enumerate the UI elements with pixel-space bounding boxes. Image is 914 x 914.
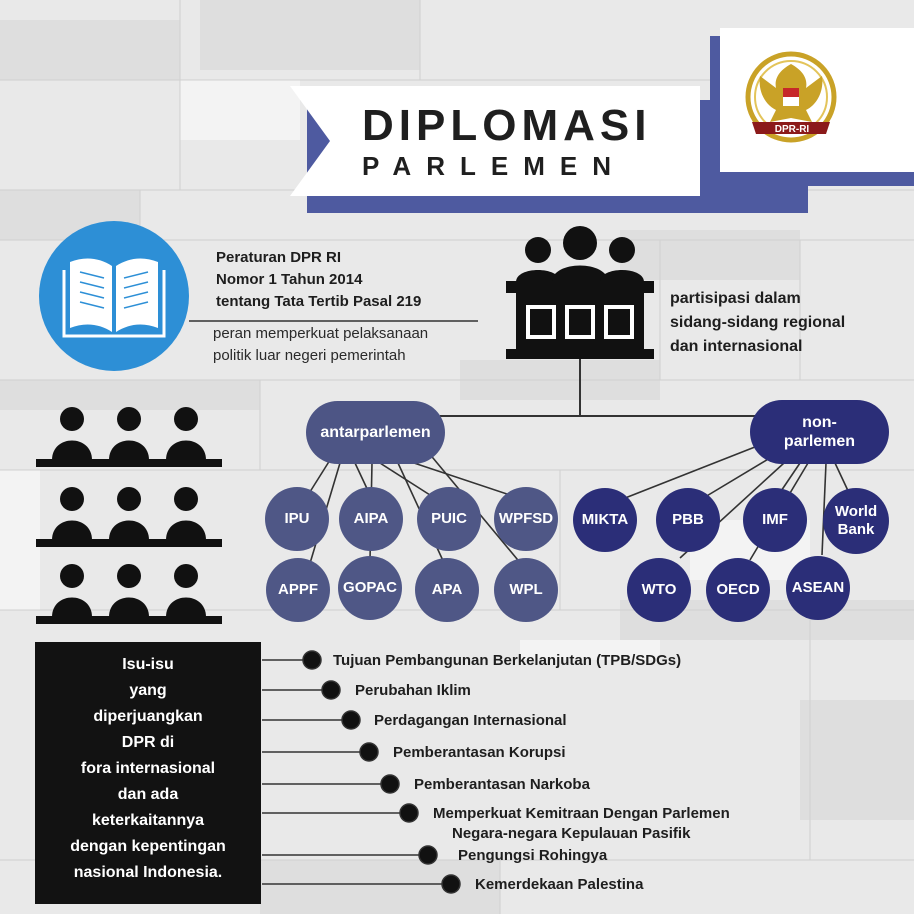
regulation-description: peran memperkuat pelaksanaan — [213, 325, 429, 342]
issues-panel-line: fora internasional — [80, 760, 216, 777]
branch-label: parlemen — [783, 433, 856, 450]
open-book-icon — [39, 221, 189, 371]
issues-panel-line: DPR di — [121, 734, 175, 751]
org-mikta: MIKTA — [573, 488, 637, 552]
page-title: DIPLOMASI — [362, 101, 652, 150]
page-subtitle: PARLEMEN — [362, 151, 626, 181]
logo-label: DPR-RI — [774, 124, 810, 135]
issue-item: Negara-negara Kepulauan Pasifik — [452, 825, 691, 842]
org-wto: WTO — [627, 558, 691, 622]
participation-line: partisipasi dalam — [670, 290, 801, 307]
org-apa: APA — [415, 558, 479, 622]
tree-connectors — [440, 359, 755, 417]
org-puic: PUIC — [417, 487, 481, 551]
issues-panel-line: diperjuangkan — [93, 708, 203, 725]
org-appf: APPF — [266, 558, 330, 622]
org-wpfsd: WPFSD — [494, 487, 558, 551]
branch-label: antarparlemen — [320, 424, 431, 441]
participation-line: sidang-sidang regional — [670, 314, 846, 331]
issues-panel-line: dengan kepentingan — [70, 838, 226, 855]
org-ipu: IPU — [265, 487, 329, 551]
issues-panel-line: nasional Indonesia. — [73, 864, 223, 881]
issues-panel: Isu-isu yang diperjuangkan DPR di fora i… — [35, 642, 261, 904]
issue-item: Pemberantasan Korupsi — [393, 744, 566, 761]
issue-connectors — [262, 650, 461, 894]
org-wpl: WPL — [494, 558, 558, 622]
parliament-podium-icon — [506, 226, 654, 359]
regulation-description: politik luar negeri pemerintah — [213, 347, 406, 364]
regulation-line: Nomor 1 Tahun 2014 — [216, 271, 363, 288]
org-aipa: AIPA — [339, 487, 403, 551]
issues-panel-line: keterkaitannya — [91, 812, 205, 829]
issues-panel-line: dan ada — [117, 786, 179, 803]
issue-item: Perdagangan Internasional — [374, 712, 567, 729]
branch-label: non- — [802, 414, 837, 431]
audience-rows-icon — [36, 407, 222, 624]
issue-item: Memperkuat Kemitraan Dengan Parlemen — [433, 805, 730, 822]
title-banner — [290, 86, 700, 196]
issue-item: Kemerdekaan Palestina — [475, 876, 644, 893]
garuda-emblem-icon — [745, 51, 837, 143]
issues-panel-line: Isu-isu — [122, 656, 174, 673]
org-imf: IMF — [743, 488, 807, 552]
issue-item: Perubahan Iklim — [355, 682, 471, 699]
org-pbb: PBB — [656, 488, 720, 552]
issue-item: Pemberantasan Narkoba — [414, 776, 590, 793]
org-world-bank: World Bank — [823, 488, 889, 554]
participation-line: dan internasional — [670, 338, 803, 355]
regulation-line: Peraturan DPR RI — [216, 249, 342, 266]
org-oecd: OECD — [706, 558, 770, 622]
issue-item: Tujuan Pembangunan Berkelanjutan (TPB/SD… — [333, 652, 682, 669]
org-asean: ASEAN — [786, 556, 850, 620]
org-gopac: GOPAC — [338, 556, 402, 620]
issues-panel-line: yang — [129, 682, 167, 699]
branch-antarparlemen: antarparlemen — [306, 401, 445, 464]
regulation-line: tentang Tata Tertib Pasal 219 — [216, 293, 422, 310]
issue-item: Pengungsi Rohingya — [458, 847, 608, 864]
branch-non-parlemen: non- parlemen — [750, 400, 889, 464]
